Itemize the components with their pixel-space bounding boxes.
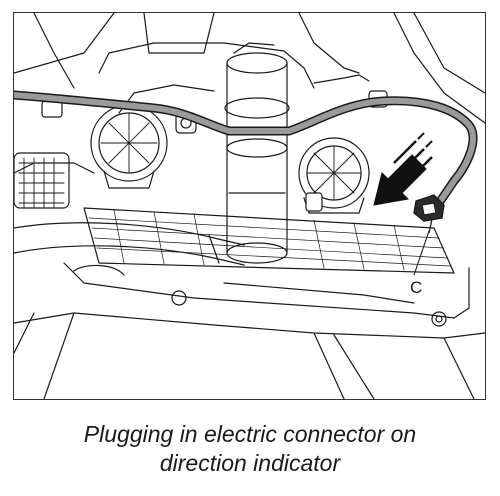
caption-line-1: Plugging in electric connector on — [83, 421, 417, 447]
illustration-frame: C — [13, 12, 486, 400]
finned-block — [83, 207, 455, 274]
left-grille — [14, 152, 70, 209]
central-cylinder — [224, 52, 290, 264]
left-fan-dome — [90, 104, 168, 189]
figure-caption: Plugging in electric connector on direct… — [0, 420, 500, 478]
lower-bracket — [63, 262, 470, 327]
callout-label-c: C — [410, 278, 422, 297]
caption-line-2: direction indicator — [159, 450, 341, 476]
electric-connector-icon — [413, 194, 445, 234]
lower-hose — [14, 222, 245, 266]
wiring-harness — [14, 90, 478, 208]
callout-leader-line — [413, 230, 430, 276]
engine-bay-illustration: C — [14, 13, 485, 399]
direction-arrow-icon — [373, 132, 433, 206]
bodywork-outline — [14, 13, 485, 399]
